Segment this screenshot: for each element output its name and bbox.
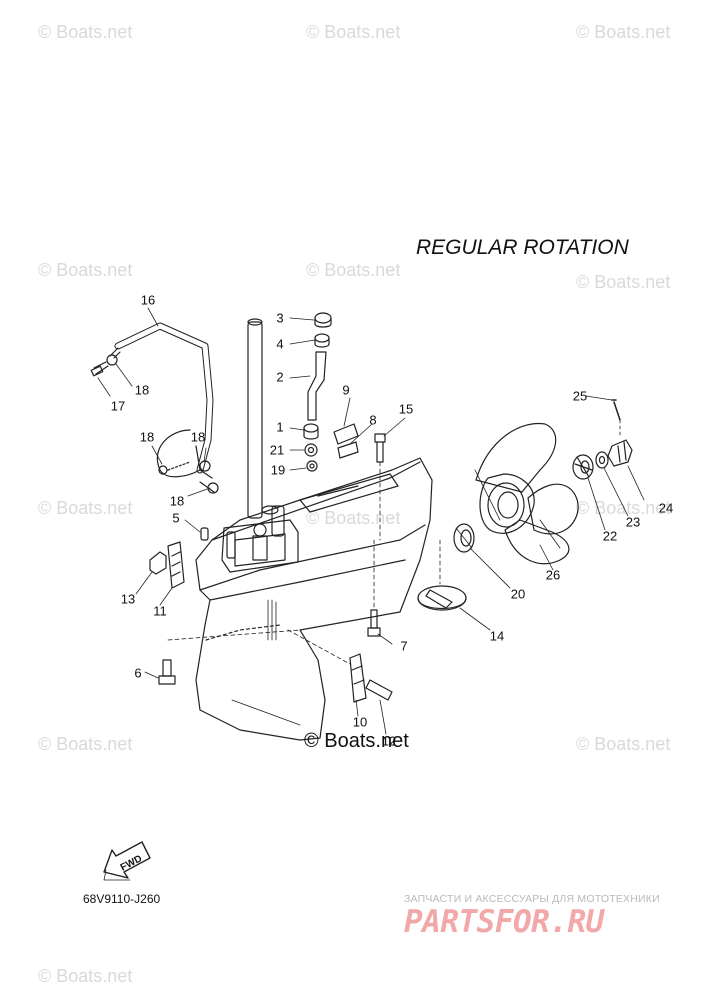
callout-label: 26 <box>545 567 561 583</box>
callout-label: 6 <box>134 665 142 681</box>
callout-label: 2 <box>276 369 284 385</box>
watermark: © Boats.net <box>38 734 133 754</box>
callout-label: 4 <box>276 336 284 352</box>
copyright-notice: © Boats.net <box>304 730 409 752</box>
watermark: © Boats.net <box>306 260 401 280</box>
callout-label: 18 <box>190 429 206 445</box>
shop-logo: PARTSFOR.RU <box>404 904 604 940</box>
callout-label: 18 <box>134 382 150 398</box>
part-code: 68V9110-J260 <box>83 892 161 906</box>
clamp-assembly <box>149 541 185 589</box>
trim-tab <box>417 539 467 611</box>
watermark: © Boats.net <box>38 966 133 986</box>
watermark: © Boats.net <box>38 260 133 280</box>
callout-label: 11 <box>153 603 167 619</box>
callout-label: 5 <box>172 510 180 526</box>
bolt-7 <box>367 539 381 637</box>
callout-label: 15 <box>398 401 414 417</box>
callout-label: 19 <box>270 462 286 478</box>
callout-label: 13 <box>120 591 136 607</box>
callout-label: 7 <box>400 638 408 654</box>
callout-label: 9 <box>342 382 350 398</box>
callout-label: 1 <box>276 419 284 435</box>
callout-label: 22 <box>602 528 618 544</box>
watermark: © Boats.net <box>306 22 401 42</box>
propeller <box>474 422 579 565</box>
callout-label: 12 <box>381 733 397 749</box>
callout-label: 16 <box>140 292 156 308</box>
rubber-seals <box>333 423 359 459</box>
watermark: © Boats.net <box>576 272 671 292</box>
leader-lines <box>97 307 645 735</box>
diagram-title: REGULAR ROTATION <box>416 236 629 259</box>
callout-label: 10 <box>352 714 368 730</box>
hose <box>90 322 219 494</box>
bolt-6 <box>158 629 301 685</box>
callout-label: 17 <box>110 398 126 414</box>
callout-label: 20 <box>510 586 526 602</box>
callout-label: 25 <box>572 388 588 404</box>
callout-label: 18 <box>169 493 185 509</box>
pin-5 <box>200 527 209 541</box>
callout-label: 3 <box>276 310 284 326</box>
callout-label: 8 <box>369 412 377 428</box>
watermark: © Boats.net <box>576 22 671 42</box>
callout-label: 23 <box>625 514 641 530</box>
shop-tagline: ЗАПЧАСТИ И АКСЕССУАРЫ ДЛЯ МОТОТЕХНИКИ <box>404 893 660 905</box>
water-tube <box>247 318 279 519</box>
callout-label: 21 <box>269 442 285 458</box>
watermark: © Boats.net <box>38 498 133 518</box>
spacer-21 <box>453 523 475 553</box>
fwd-arrow-icon <box>103 841 151 881</box>
watermark: © Boats.net <box>38 22 133 42</box>
watermark: © Boats.net <box>306 508 401 528</box>
lower-casing <box>195 457 433 741</box>
watermark: © Boats.net <box>576 734 671 754</box>
prop-hardware <box>572 399 633 480</box>
water-pipe-assembly <box>303 312 332 472</box>
callout-label: 24 <box>658 500 674 516</box>
callout-label: 18 <box>139 429 155 445</box>
bracket-assembly <box>287 629 393 703</box>
callout-label: 14 <box>489 628 505 644</box>
bolt-15 <box>374 433 386 541</box>
